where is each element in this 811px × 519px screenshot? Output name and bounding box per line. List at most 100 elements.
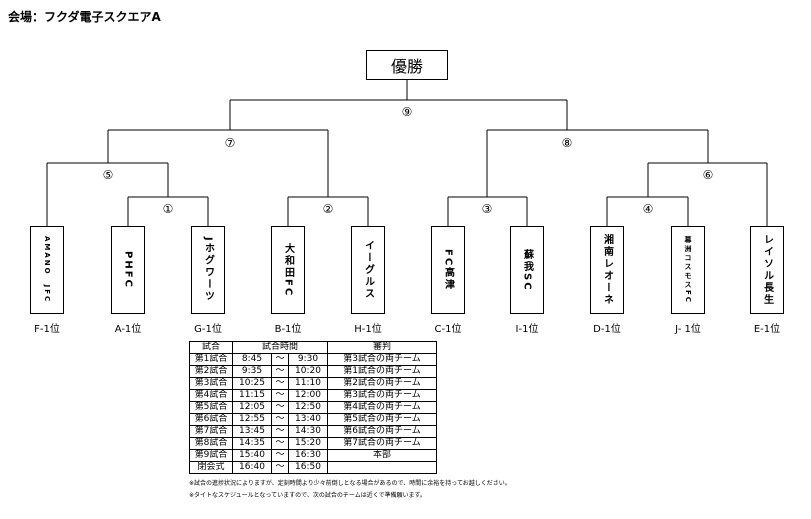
header-referee: 審判 [327,341,437,354]
team-box-fc-takatsu: FC高津 [431,226,465,314]
schedule-end-cell: 16:30 [288,449,328,462]
schedule-start-cell: 10:25 [232,377,272,390]
schedule-referee-cell: 第3試合の両チーム [327,389,437,402]
team-box-soga-sc: 蘇我SC [510,226,544,314]
schedule-end-cell: 9:30 [288,353,328,366]
schedule-referee-cell: 第3試合の両チーム [327,353,437,366]
match-number-1: ① [159,201,177,217]
schedule-start-cell: 8:45 [232,353,272,366]
venue-title: 会場：フクダ電子スクエアA [8,10,161,24]
team-name: 大和田FC [282,242,294,298]
schedule-end-cell: 10:20 [288,365,328,378]
schedule-header-row: 試合 試合時間 審判 [189,341,437,354]
team-box-makusu-cosmos-fc: 幕洲コスモスFC [671,226,705,314]
schedule-referee-cell: 第7試合の両チーム [327,437,437,450]
team-box-j-hogwarts: Jホグワーツ [191,226,225,314]
schedule-end-cell: 12:50 [288,401,328,414]
team-name: イーグルス [362,240,374,300]
schedule-end-cell: 15:20 [288,437,328,450]
schedule-tilde-cell: ～ [271,401,289,414]
schedule-tilde-cell: ～ [271,389,289,402]
header-time: 試合時間 [232,341,328,354]
schedule-tilde-cell: ～ [271,365,289,378]
match-number-4: ④ [639,201,657,217]
match-number-3: ③ [478,201,496,217]
schedule-match-cell: 第8試合 [189,437,233,450]
schedule-tilde-cell: ～ [271,461,289,474]
team-name: AMANO JFC [43,236,51,304]
schedule-match-cell: 第3試合 [189,377,233,390]
schedule-end-cell: 11:10 [288,377,328,390]
schedule-start-cell: 16:40 [232,461,272,474]
header-match: 試合 [189,341,233,354]
schedule-match-cell: 第6試合 [189,413,233,426]
team-seed: E-1位 [753,324,781,335]
schedule-start-cell: 14:35 [232,437,272,450]
match-number-5: ⑤ [99,167,117,183]
schedule-referee-cell: 第2試合の両チーム [327,377,437,390]
schedule-tilde-cell: ～ [271,425,289,438]
schedule-end-cell: 12:00 [288,389,328,402]
schedule-referee-cell: 第6試合の両チーム [327,425,437,438]
schedule-match-cell: 第9試合 [189,449,233,462]
team-seed: C-1位 [434,324,462,335]
team-seed: I-1位 [515,324,539,335]
match-number-6: ⑥ [699,167,717,183]
schedule-tilde-cell: ～ [271,449,289,462]
team-seed: F-1位 [34,324,60,335]
team-box-eagles: イーグルス [351,226,385,314]
match-number-9: ⑨ [398,104,416,120]
team-seed: J- 1位 [675,324,701,335]
team-box-amano-jfc: AMANO JFC [30,226,64,314]
team-seed: D-1位 [593,324,621,335]
schedule-end-cell: 13:40 [288,413,328,426]
schedule-start-cell: 15:40 [232,449,272,462]
schedule-referee-cell: 本部 [327,449,437,462]
winner-box: 優勝 [366,50,448,80]
schedule-end-cell: 14:30 [288,425,328,438]
team-seed: G-1位 [194,324,222,335]
schedule-referee-cell: 第5試合の両チーム [327,413,437,426]
schedule-end-cell: 16:50 [288,461,328,474]
team-name: レイソル長生 [761,234,773,306]
schedule-match-cell: 第4試合 [189,389,233,402]
schedule-start-cell: 13:45 [232,425,272,438]
note-2: ※タイトなスケジュールとなっていますので、次の試合のチームは近くで準備願います。 [189,492,426,499]
schedule-start-cell: 9:35 [232,365,272,378]
schedule-start-cell: 12:55 [232,413,272,426]
schedule-match-cell: 第7試合 [189,425,233,438]
match-number-8: ⑧ [558,135,576,151]
schedule-referee-cell: 第4試合の両チーム [327,401,437,414]
match-number-7: ⑦ [221,135,239,151]
schedule-match-cell: 第1試合 [189,353,233,366]
schedule-tilde-cell: ～ [271,437,289,450]
schedule-match-cell: 第5試合 [189,401,233,414]
team-name: Jホグワーツ [202,237,214,303]
schedule-tilde-cell: ～ [271,377,289,390]
team-box-reysol-chosei: レイソル長生 [750,226,784,314]
team-name: FC高津 [442,248,454,292]
schedule-tilde-cell: ～ [271,413,289,426]
team-name: 湘南レオーネ [601,234,613,306]
schedule-tilde-cell: ～ [271,353,289,366]
schedule-referee-cell [327,461,437,474]
schedule-start-cell: 11:15 [232,389,272,402]
team-seed: H-1位 [354,324,382,335]
team-box-phfc: PHFC [111,226,145,314]
team-box-shonan-leone: 湘南レオーネ [590,226,624,314]
team-seed: B-1位 [274,324,302,335]
schedule-match-cell: 第2試合 [189,365,233,378]
team-name: 蘇我SC [521,248,533,292]
team-name: PHFC [122,251,134,289]
schedule-referee-cell: 第1試合の両チーム [327,365,437,378]
